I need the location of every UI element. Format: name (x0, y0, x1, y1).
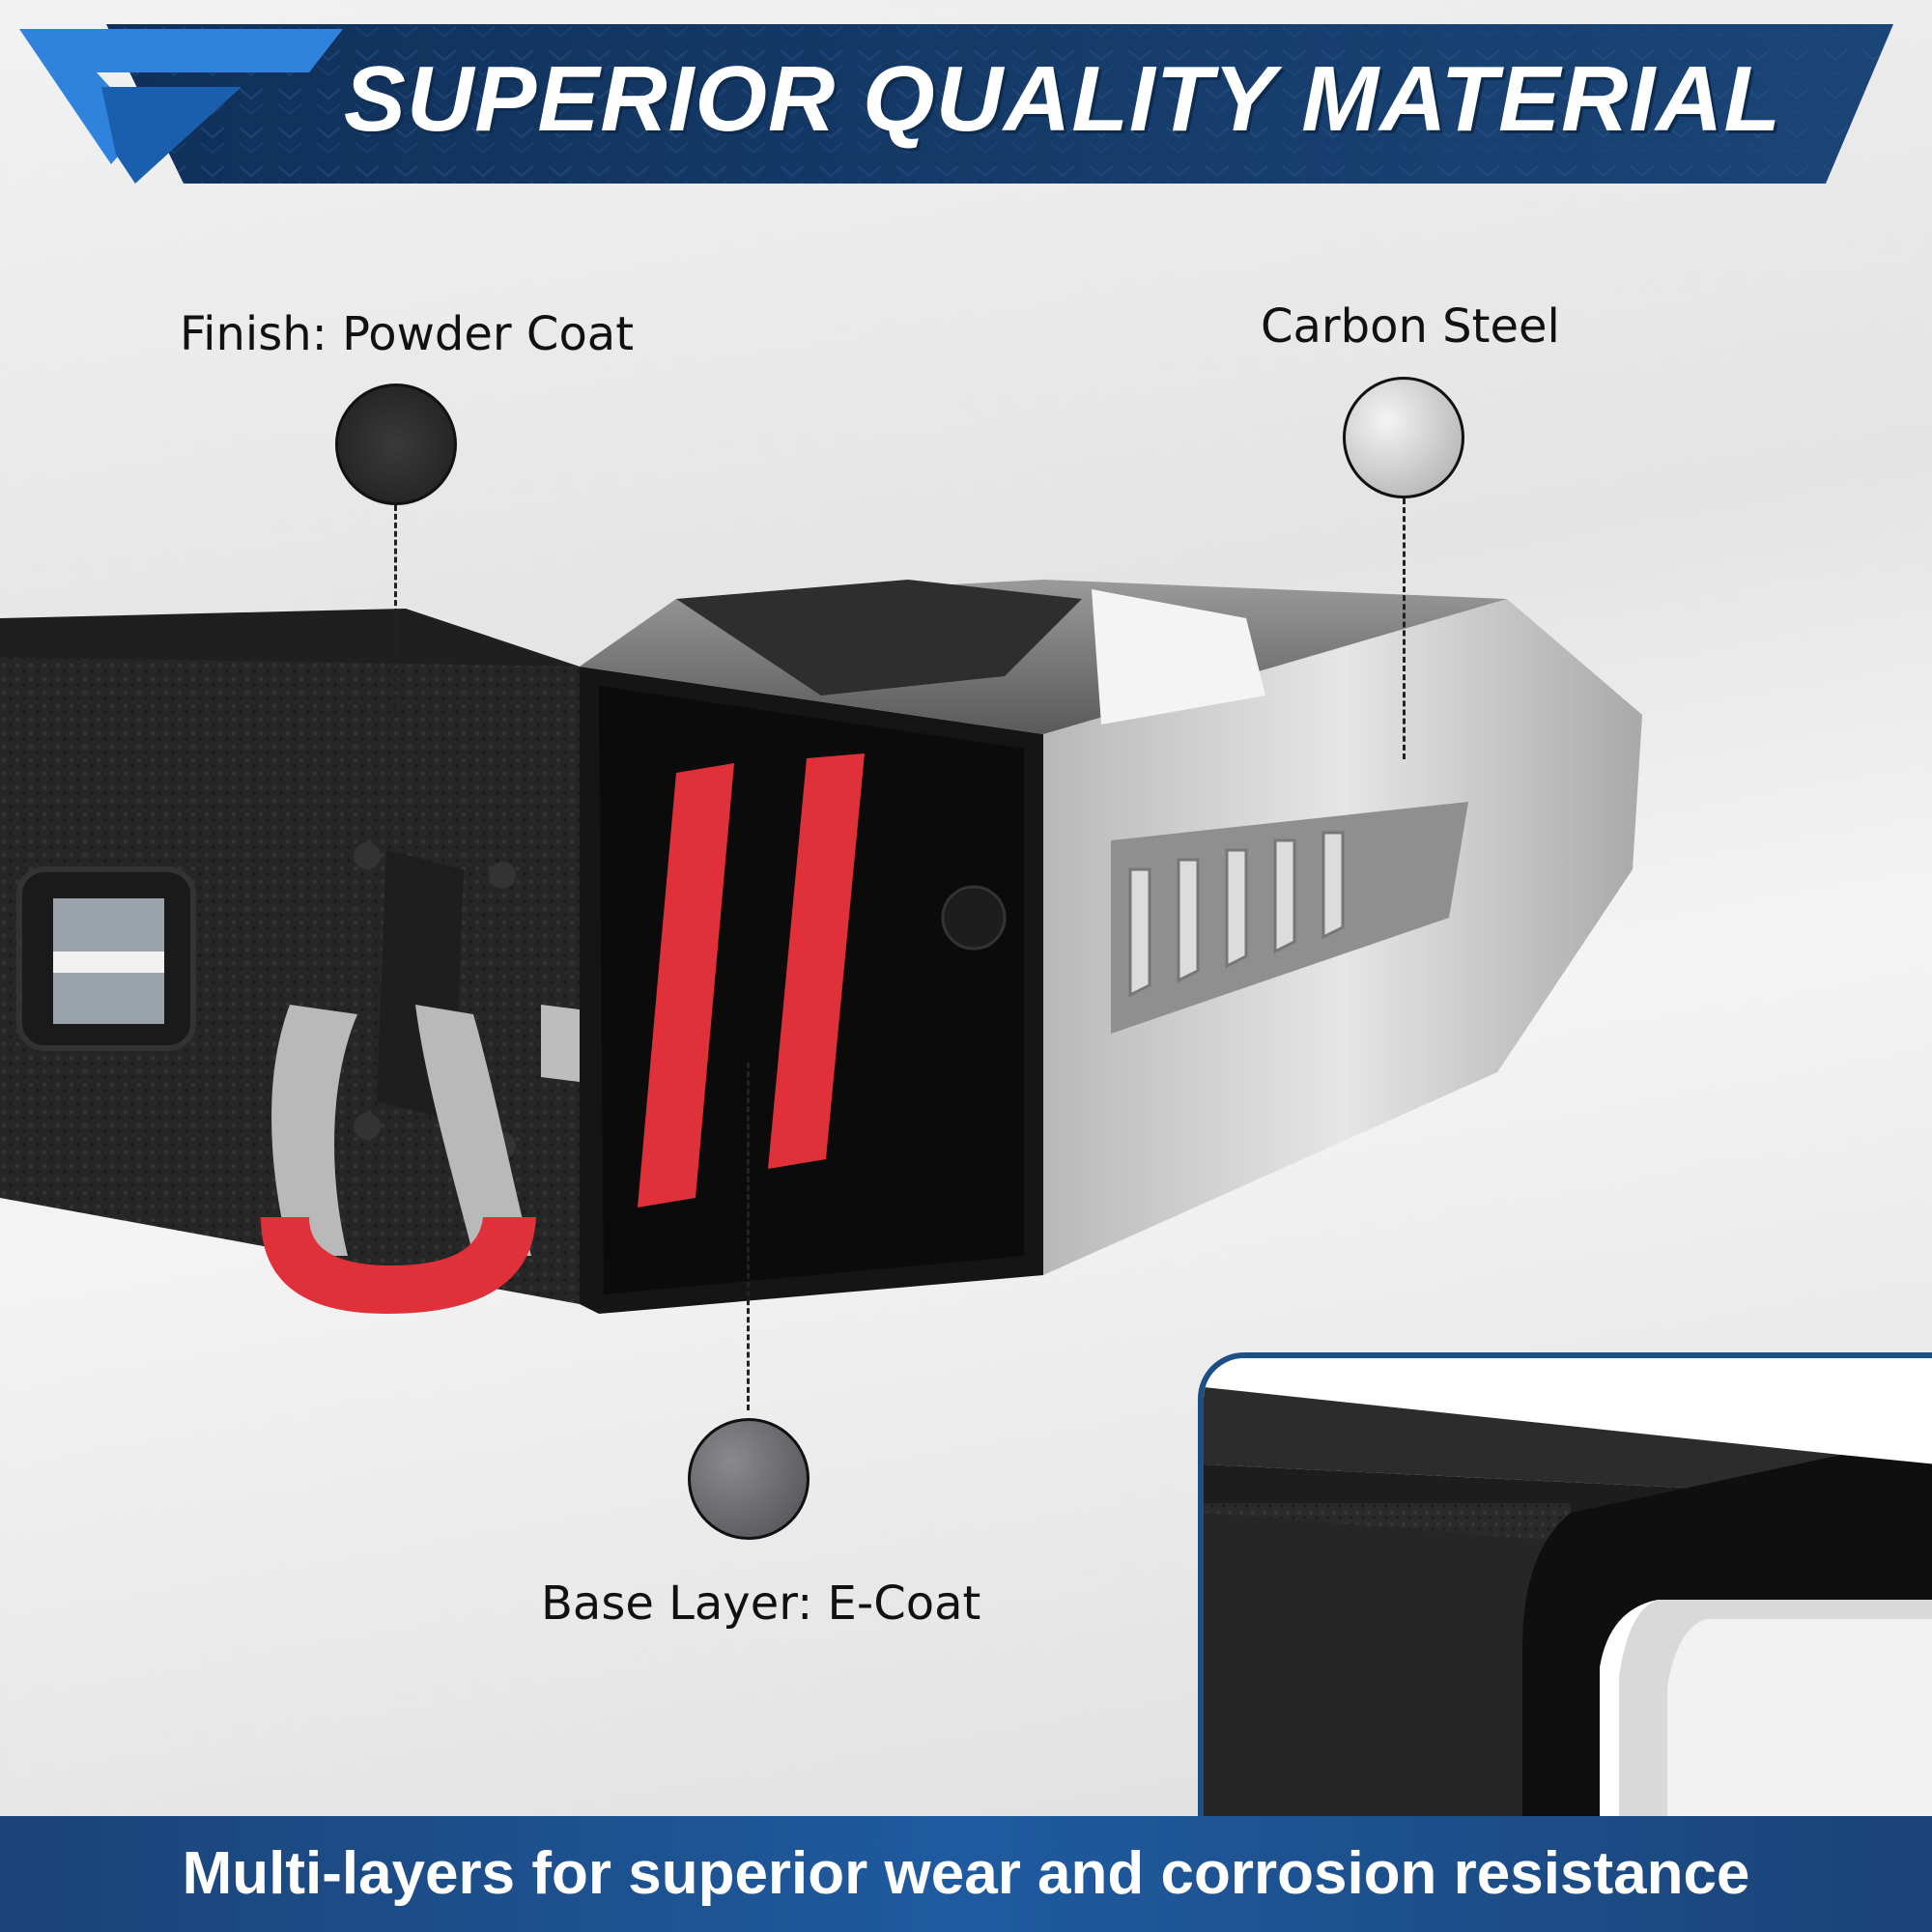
bumper-illustration (0, 580, 1642, 1314)
reflector-left (638, 763, 734, 1208)
callout-finish-label: Finish: Powder Coat (180, 307, 635, 361)
e-coat-swatch-icon (688, 1418, 810, 1540)
callout-base-label: Base Layer: E-Coat (541, 1577, 981, 1631)
banner-shape (106, 24, 1893, 184)
layer-closeup-inset (1198, 1352, 1932, 1822)
callout-carbon-leader (1403, 498, 1406, 759)
carbon-steel-swatch-icon (1343, 377, 1464, 498)
footer-banner: Multi-layers for superior wear and corro… (0, 1816, 1932, 1932)
callout-carbon-label: Carbon Steel (1261, 299, 1560, 354)
layer-closeup-image (1204, 1358, 1932, 1822)
page-title: SUPERIOR QUALITY MATERIAL (343, 47, 1782, 151)
brand-chevron-logo-icon (19, 29, 343, 184)
callout-finish-leader (394, 505, 397, 718)
reflector-right (768, 753, 865, 1169)
header-banner: SUPERIOR QUALITY MATERIAL (0, 0, 1932, 193)
powder-coat-swatch-icon (335, 384, 457, 505)
footer-tagline: Multi-layers for superior wear and corro… (182, 1840, 1750, 1907)
callout-base-leader (747, 1063, 750, 1410)
